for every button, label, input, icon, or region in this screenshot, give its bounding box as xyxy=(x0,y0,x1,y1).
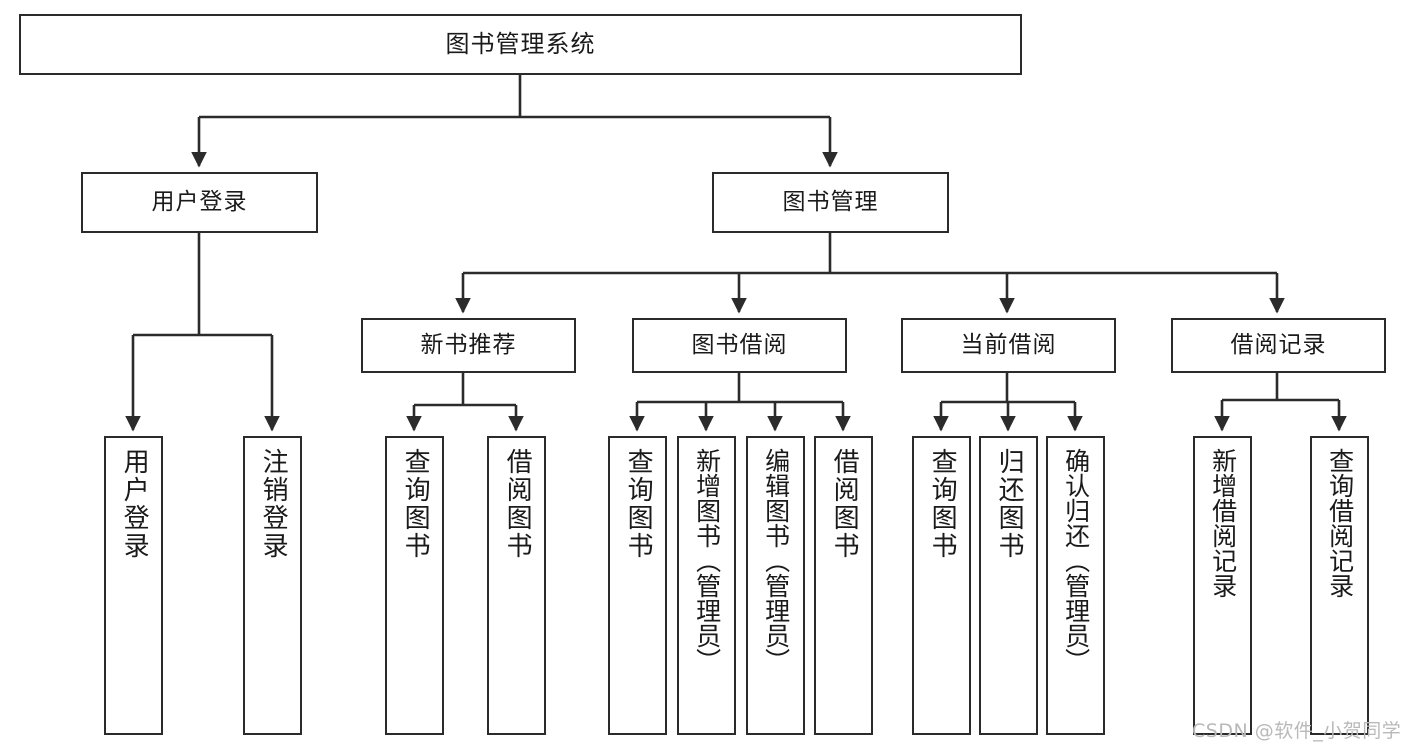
node-leaf-user-logout-label: 注销登录 xyxy=(258,448,289,560)
node-book-management-label: 图书管理 xyxy=(782,188,879,215)
node-new-book-recommend[interactable]: 新书推荐 xyxy=(361,318,576,373)
node-leaf-query-record-label: 查询借阅记录 xyxy=(1325,448,1355,598)
node-leaf-add-book-label: 新增图书（管理员） xyxy=(692,448,722,673)
node-leaf-user-login[interactable]: 用户登录 xyxy=(104,436,163,735)
node-leaf-confirm-return[interactable]: 确认归还（管理员） xyxy=(1046,436,1105,735)
node-leaf-return-book-label: 归还图书 xyxy=(994,448,1025,560)
node-book-management[interactable]: 图书管理 xyxy=(712,172,949,233)
node-user-login-label: 用户登录 xyxy=(151,188,248,215)
node-leaf-edit-book-label: 编辑图书（管理员） xyxy=(761,448,791,673)
node-leaf-add-book[interactable]: 新增图书（管理员） xyxy=(677,436,736,735)
node-root-system[interactable]: 图书管理系统 xyxy=(19,14,1022,75)
node-leaf-query-book-1-label: 查询图书 xyxy=(400,448,431,560)
node-leaf-user-login-label: 用户登录 xyxy=(119,448,150,560)
node-leaf-query-record[interactable]: 查询借阅记录 xyxy=(1310,436,1369,735)
node-borrow-record[interactable]: 借阅记录 xyxy=(1171,318,1386,373)
node-leaf-borrow-book-1[interactable]: 借阅图书 xyxy=(487,436,546,735)
node-leaf-query-book-3-label: 查询图书 xyxy=(927,448,958,560)
node-leaf-edit-book[interactable]: 编辑图书（管理员） xyxy=(746,436,805,735)
node-leaf-borrow-book-2[interactable]: 借阅图书 xyxy=(814,436,873,735)
node-leaf-borrow-book-1-label: 借阅图书 xyxy=(502,448,533,560)
node-leaf-borrow-book-2-label: 借阅图书 xyxy=(829,448,860,560)
node-leaf-add-record[interactable]: 新增借阅记录 xyxy=(1193,436,1252,735)
node-leaf-add-record-label: 新增借阅记录 xyxy=(1208,448,1238,598)
node-book-borrow[interactable]: 图书借阅 xyxy=(632,318,847,373)
node-current-borrow[interactable]: 当前借阅 xyxy=(901,318,1116,373)
node-current-borrow-label: 当前借阅 xyxy=(960,331,1057,358)
csdn-watermark: CSDN @软件_小贺同学 xyxy=(1192,720,1402,742)
node-leaf-user-logout[interactable]: 注销登录 xyxy=(243,436,302,735)
node-leaf-query-book-3[interactable]: 查询图书 xyxy=(912,436,971,735)
node-root-system-label: 图书管理系统 xyxy=(445,30,596,59)
node-new-book-recommend-label: 新书推荐 xyxy=(420,331,517,358)
node-leaf-query-book-2[interactable]: 查询图书 xyxy=(608,436,667,735)
node-borrow-record-label: 借阅记录 xyxy=(1230,331,1327,358)
node-user-login[interactable]: 用户登录 xyxy=(81,172,318,233)
node-leaf-query-book-1[interactable]: 查询图书 xyxy=(385,436,444,735)
node-leaf-confirm-return-label: 确认归还（管理员） xyxy=(1061,448,1091,673)
node-book-borrow-label: 图书借阅 xyxy=(691,331,788,358)
node-leaf-return-book[interactable]: 归还图书 xyxy=(979,436,1038,735)
node-leaf-query-book-2-label: 查询图书 xyxy=(623,448,654,560)
